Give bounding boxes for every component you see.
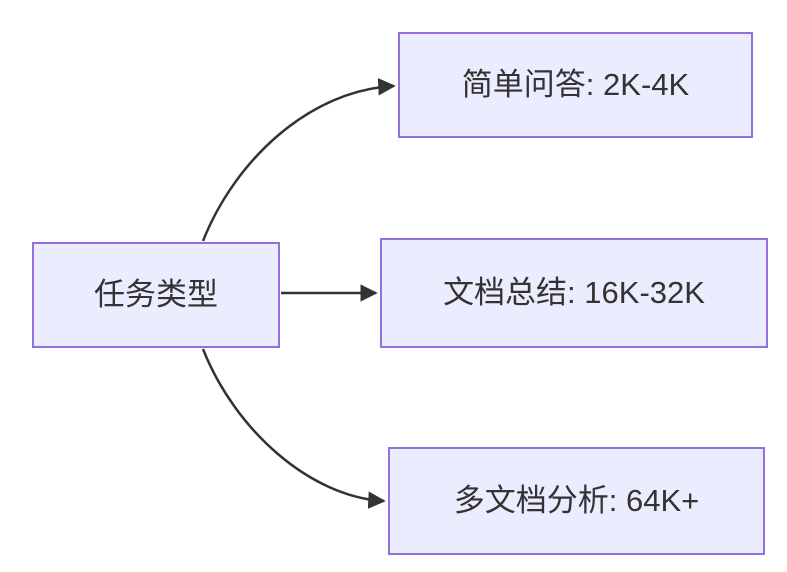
node-simple-qa-label: 简单问答: 2K-4K <box>461 67 690 103</box>
node-multi-doc: 多文档分析: 64K+ <box>388 447 765 555</box>
arrow-task-type-to-multi-doc <box>201 348 386 509</box>
node-multi-doc-label: 多文档分析: 64K+ <box>453 483 700 519</box>
arrow-task-type-to-simple-qa <box>201 78 396 242</box>
node-doc-summary-label: 文档总结: 16K-32K <box>443 275 705 311</box>
node-task-type: 任务类型 <box>32 242 280 348</box>
node-doc-summary: 文档总结: 16K-32K <box>380 238 768 348</box>
node-task-type-label: 任务类型 <box>94 277 218 313</box>
node-simple-qa: 简单问答: 2K-4K <box>398 32 753 138</box>
